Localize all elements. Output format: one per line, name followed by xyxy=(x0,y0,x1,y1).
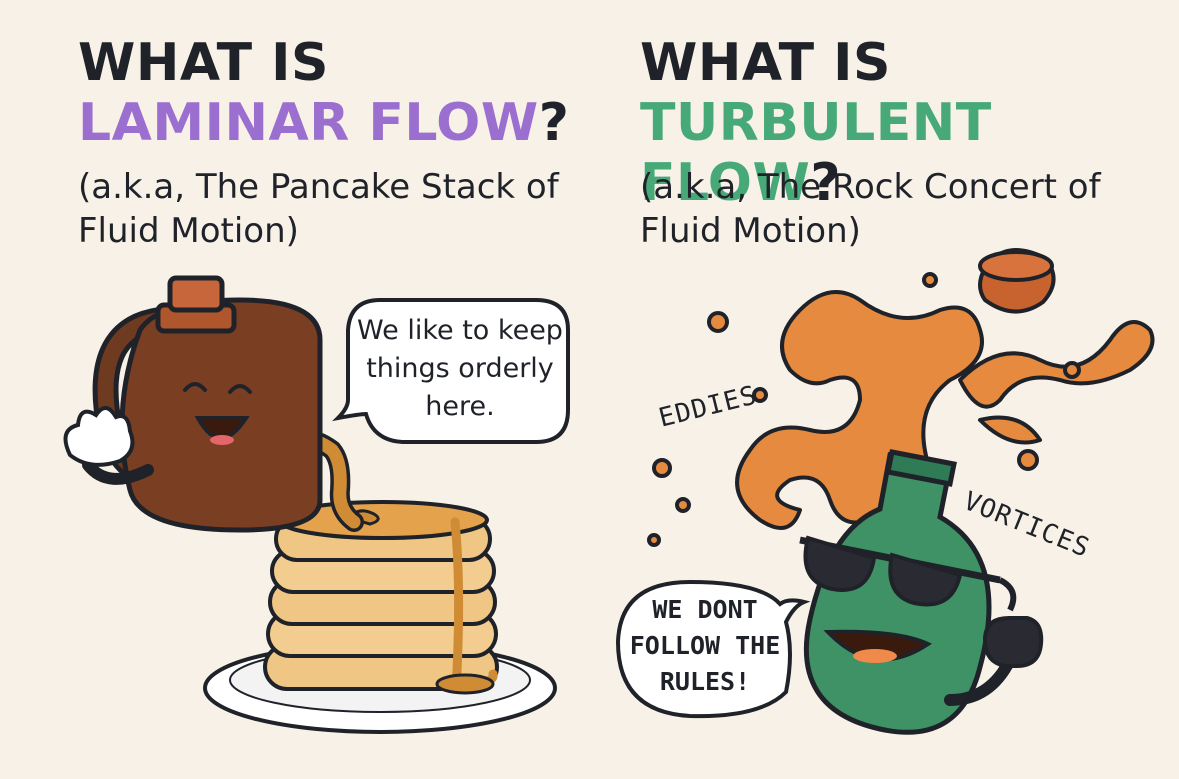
bottle-mouth xyxy=(823,629,933,663)
syrup-jug-icon xyxy=(92,275,323,533)
laminar-illustration xyxy=(63,275,570,734)
turbulent-subtitle: (a.k.a, The Rock Concert of Fluid Motion… xyxy=(640,167,1101,251)
laminar-title-prefix: WHAT IS xyxy=(78,33,329,93)
laminar-speech-text: We like to keep things orderly here. xyxy=(357,315,563,422)
bottle-cap-icon xyxy=(978,248,1056,314)
jug-face xyxy=(183,382,252,445)
laminar-panel: WHAT IS LAMINAR FLOW? (a.k.a, The Pancak… xyxy=(63,33,598,734)
turbulent-title-highlight: TURBULENT FLOW xyxy=(640,93,992,213)
laminar-title-suffix: ? xyxy=(538,93,570,153)
fist-icon xyxy=(944,616,1044,706)
sunglasses-icon xyxy=(799,535,1017,612)
laminar-title: WHAT IS LAMINAR FLOW? xyxy=(78,33,598,153)
speech-bubble-icon xyxy=(615,579,811,719)
turbulent-title-prefix: WHAT IS xyxy=(640,33,891,93)
laminar-subtitle: (a.k.a, The Pancake Stack of Fluid Motio… xyxy=(78,167,559,251)
waving-hand-icon xyxy=(63,406,154,485)
speech-bubble-icon xyxy=(332,298,570,444)
turbulent-speech-text: WE DONT FOLLOW THE RULES! xyxy=(629,595,781,696)
turbulent-illustration xyxy=(615,248,1155,735)
laminar-title-highlight: LAMINAR FLOW xyxy=(78,93,539,153)
turbulent-title-suffix: ? xyxy=(810,153,842,213)
